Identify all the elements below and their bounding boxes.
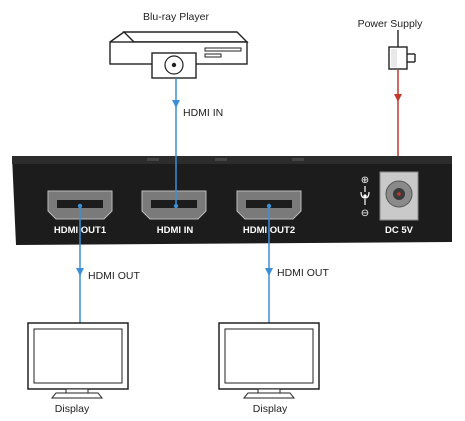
polarity-negative: ⊖ (361, 208, 369, 219)
display-left-icon (27, 322, 129, 399)
blu-ray-player-label: Blu-ray Player (143, 11, 209, 23)
power-adapter-icon (388, 30, 416, 70)
hdmi-splitter-device (12, 156, 452, 245)
display-right-label: Display (253, 403, 288, 415)
hdmi-out-right-cable-label: HDMI OUT (277, 267, 329, 279)
hdmi-output-left-cable (76, 203, 84, 323)
blu-ray-player-icon (109, 31, 249, 79)
display-right-icon (218, 322, 320, 399)
hdmi-output-right-cable (265, 203, 273, 323)
hdmi-out-left-cable-label: HDMI OUT (88, 270, 140, 282)
hdmi-in-port[interactable] (141, 190, 207, 220)
polarity-icon: ⊕ ⊖ (360, 175, 370, 219)
hdmi-in-label: HDMI IN (157, 225, 194, 236)
display-left-label: Display (55, 403, 90, 415)
hdmi-input-cable (172, 78, 180, 209)
dc-5v-label: DC 5V (385, 225, 414, 236)
polarity-positive: ⊕ (361, 175, 369, 186)
power-supply-label: Power Supply (358, 18, 424, 30)
dc-power-jack[interactable] (379, 171, 419, 221)
hdmi-in-cable-label: HDMI IN (183, 107, 223, 119)
